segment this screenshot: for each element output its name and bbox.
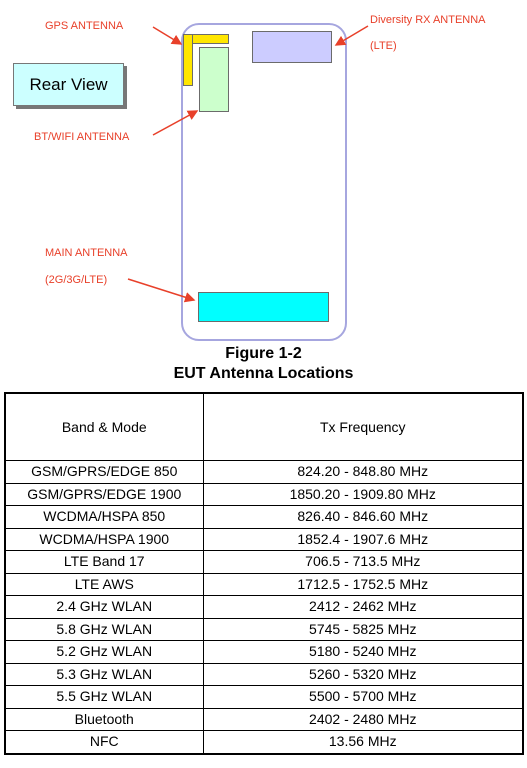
btwifi-antenna bbox=[199, 47, 229, 112]
main-antenna-label: MAIN ANTENNA bbox=[45, 247, 128, 259]
header-band-mode: Band & Mode bbox=[4, 392, 204, 461]
rear-view-label-box: Rear View bbox=[13, 63, 124, 106]
figure-caption: EUT Antenna Locations bbox=[173, 365, 354, 382]
btwifi-antenna-label: BT/WIFI ANTENNA bbox=[34, 131, 130, 143]
btwifi-arrow bbox=[152, 110, 199, 136]
band-mode-cell: WCDMA/HSPA 850 bbox=[4, 505, 204, 529]
band-mode-cell: LTE Band 17 bbox=[4, 550, 204, 574]
diversity-rx-antenna bbox=[252, 31, 332, 63]
figure-title: Figure 1-2 bbox=[225, 345, 302, 362]
main-antenna bbox=[198, 292, 329, 322]
tx-frequency-cell: 706.5 - 713.5 MHz bbox=[202, 550, 524, 574]
band-mode-cell: LTE AWS bbox=[4, 572, 204, 596]
band-mode-cell: 5.5 GHz WLAN bbox=[4, 685, 204, 709]
tx-frequency-cell: 13.56 MHz bbox=[202, 730, 524, 754]
tx-frequency-cell: 1712.5 - 1752.5 MHz bbox=[202, 572, 524, 596]
gps-arrow bbox=[152, 26, 183, 45]
band-mode-cell: NFC bbox=[4, 730, 204, 754]
diversity-antenna-label: Diversity RX ANTENNA bbox=[370, 14, 486, 26]
diversity-arrow bbox=[334, 25, 369, 46]
band-mode-cell: 2.4 GHz WLAN bbox=[4, 595, 204, 619]
tx-frequency-cell: 1852.4 - 1907.6 MHz bbox=[202, 527, 524, 551]
tx-frequency-cell: 826.40 - 846.60 MHz bbox=[202, 505, 524, 529]
frequency-table: Band & Mode Tx Frequency GSM/GPRS/EDGE 8… bbox=[4, 392, 524, 755]
band-mode-cell: 5.3 GHz WLAN bbox=[4, 662, 204, 686]
tx-frequency-cell: 824.20 - 848.80 MHz bbox=[202, 460, 524, 484]
phone-outline bbox=[181, 23, 347, 341]
gps-antenna-vertical bbox=[183, 34, 193, 86]
header-tx-frequency: Tx Frequency bbox=[202, 392, 524, 461]
pointer-arrows bbox=[127, 25, 369, 303]
diversity-antenna-sublabel: (LTE) bbox=[370, 40, 397, 52]
main-arrow bbox=[127, 278, 196, 303]
rear-view-label: Rear View bbox=[29, 74, 108, 94]
tx-frequency-cell: 1850.20 - 1909.80 MHz bbox=[202, 482, 524, 506]
main-antenna-sublabel: (2G/3G/LTE) bbox=[45, 274, 108, 286]
band-mode-cell: 5.2 GHz WLAN bbox=[4, 640, 204, 664]
table-header-row: Band & Mode Tx Frequency bbox=[4, 392, 524, 461]
tx-frequency-cell: 5180 - 5240 MHz bbox=[202, 640, 524, 664]
tx-frequency-cell: 5500 - 5700 MHz bbox=[202, 685, 524, 709]
tx-frequency-cell: 2412 - 2462 MHz bbox=[202, 595, 524, 619]
band-mode-cell: Bluetooth bbox=[4, 707, 204, 731]
tx-frequency-cell: 2402 - 2480 MHz bbox=[202, 707, 524, 731]
tx-frequency-cell: 5260 - 5320 MHz bbox=[202, 662, 524, 686]
gps-antenna-label: GPS ANTENNA bbox=[45, 20, 124, 32]
band-mode-cell: GSM/GPRS/EDGE 1900 bbox=[4, 482, 204, 506]
band-mode-cell: WCDMA/HSPA 1900 bbox=[4, 527, 204, 551]
band-mode-cell: 5.8 GHz WLAN bbox=[4, 617, 204, 641]
band-mode-cell: GSM/GPRS/EDGE 850 bbox=[4, 460, 204, 484]
tx-frequency-cell: 5745 - 5825 MHz bbox=[202, 617, 524, 641]
